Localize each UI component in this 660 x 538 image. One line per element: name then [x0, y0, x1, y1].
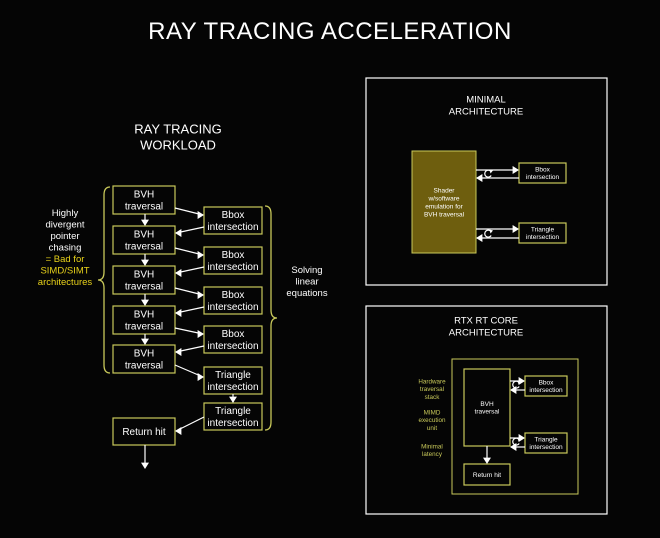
- arrow-head: [512, 166, 519, 174]
- rtx-return-hit-box-label: Return hit: [473, 472, 501, 479]
- arrow-head: [476, 234, 483, 242]
- right-brace: [264, 205, 278, 431]
- bbox-intersection-box: [203, 286, 263, 315]
- loop-arrow-icon: [512, 437, 520, 446]
- loop-arrow-icon-head: [517, 380, 521, 385]
- rtx-panel: [365, 305, 608, 515]
- arrow-head: [197, 291, 204, 299]
- arrow-head: [483, 457, 491, 464]
- return-hit-box: [112, 417, 176, 446]
- arrow-head: [141, 259, 149, 266]
- bvh-traversal-box: [112, 265, 176, 295]
- arrow-head: [141, 462, 149, 469]
- loop-arrow-icon-head: [489, 229, 493, 234]
- bvh-traversal-box: [112, 185, 176, 215]
- bvh-traversal-box: [112, 225, 176, 255]
- loop-arrow-icon: [484, 229, 492, 238]
- loop-arrow-icon: [512, 380, 520, 389]
- arrow-head: [518, 377, 525, 385]
- bbox-intersection-box: [203, 206, 263, 235]
- arrow-head: [476, 174, 483, 182]
- loop-arrow-icon-head: [489, 169, 493, 174]
- bbox-intersection-box: [203, 246, 263, 275]
- arrow-head: [175, 229, 182, 237]
- loop-arrow-icon: [484, 169, 492, 178]
- return-hit-box-label: Return hit: [122, 427, 166, 438]
- bbox-intersection-box: [203, 325, 263, 354]
- bvh-traversal-box: [112, 344, 176, 374]
- left-brace: [97, 186, 111, 374]
- rtx-bbox-box: [524, 375, 568, 397]
- arrow-head: [512, 225, 519, 233]
- arrow-head: [197, 373, 204, 381]
- bvh-traversal-box: [112, 305, 176, 335]
- rt-core-box: [451, 358, 579, 495]
- loop-arrow-icon-head: [517, 437, 521, 442]
- shader-box: [411, 150, 477, 254]
- arrow-head: [197, 251, 204, 259]
- arrow-head: [175, 427, 182, 435]
- minimal-triangle-box: [518, 222, 567, 244]
- arrow-head: [175, 348, 182, 356]
- arrow-head: [141, 219, 149, 226]
- minimal-bbox-box: [518, 162, 567, 184]
- minimal-panel: [365, 77, 608, 286]
- rtx-triangle-box: [524, 432, 568, 454]
- arrow-head: [197, 330, 204, 338]
- arrow-head: [518, 434, 525, 442]
- arrow-head: [141, 338, 149, 345]
- arrow-head: [141, 299, 149, 306]
- arrow-head: [175, 269, 182, 277]
- arrow-head: [175, 309, 182, 317]
- arrow-head: [197, 211, 204, 219]
- arrow-head: [229, 396, 237, 403]
- page-title: RAY TRACING ACCELERATION: [148, 18, 512, 45]
